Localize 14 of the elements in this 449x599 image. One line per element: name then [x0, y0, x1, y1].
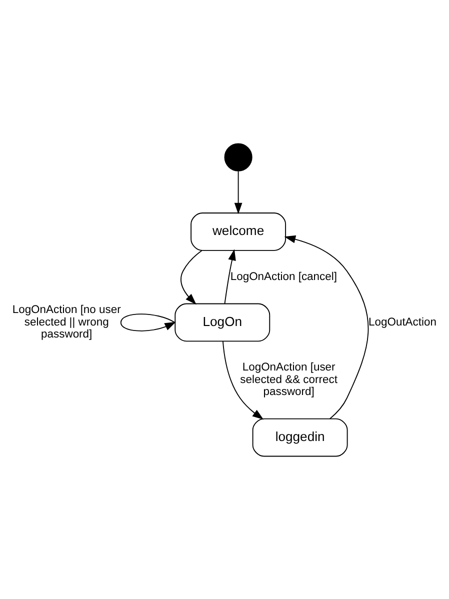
arrow [224, 248, 236, 304]
arrow [120, 313, 176, 331]
edge-label: LogOnAction [cancel] [230, 270, 338, 282]
arrow [222, 340, 264, 420]
edge-label: LogOnAction [no user selected || wrong password] [12, 304, 121, 340]
node-box: loggedin [252, 418, 348, 456]
edge-label: LogOnAction [user selected && correct password] [240, 361, 338, 398]
arrow [180, 250, 202, 304]
edge-label: LogOutAction [368, 316, 437, 328]
arrow [284, 234, 369, 419]
node-box: LogOn [174, 302, 270, 342]
node-box: welcome [190, 212, 286, 250]
node-circle [224, 142, 252, 171]
arrow [234, 170, 242, 214]
